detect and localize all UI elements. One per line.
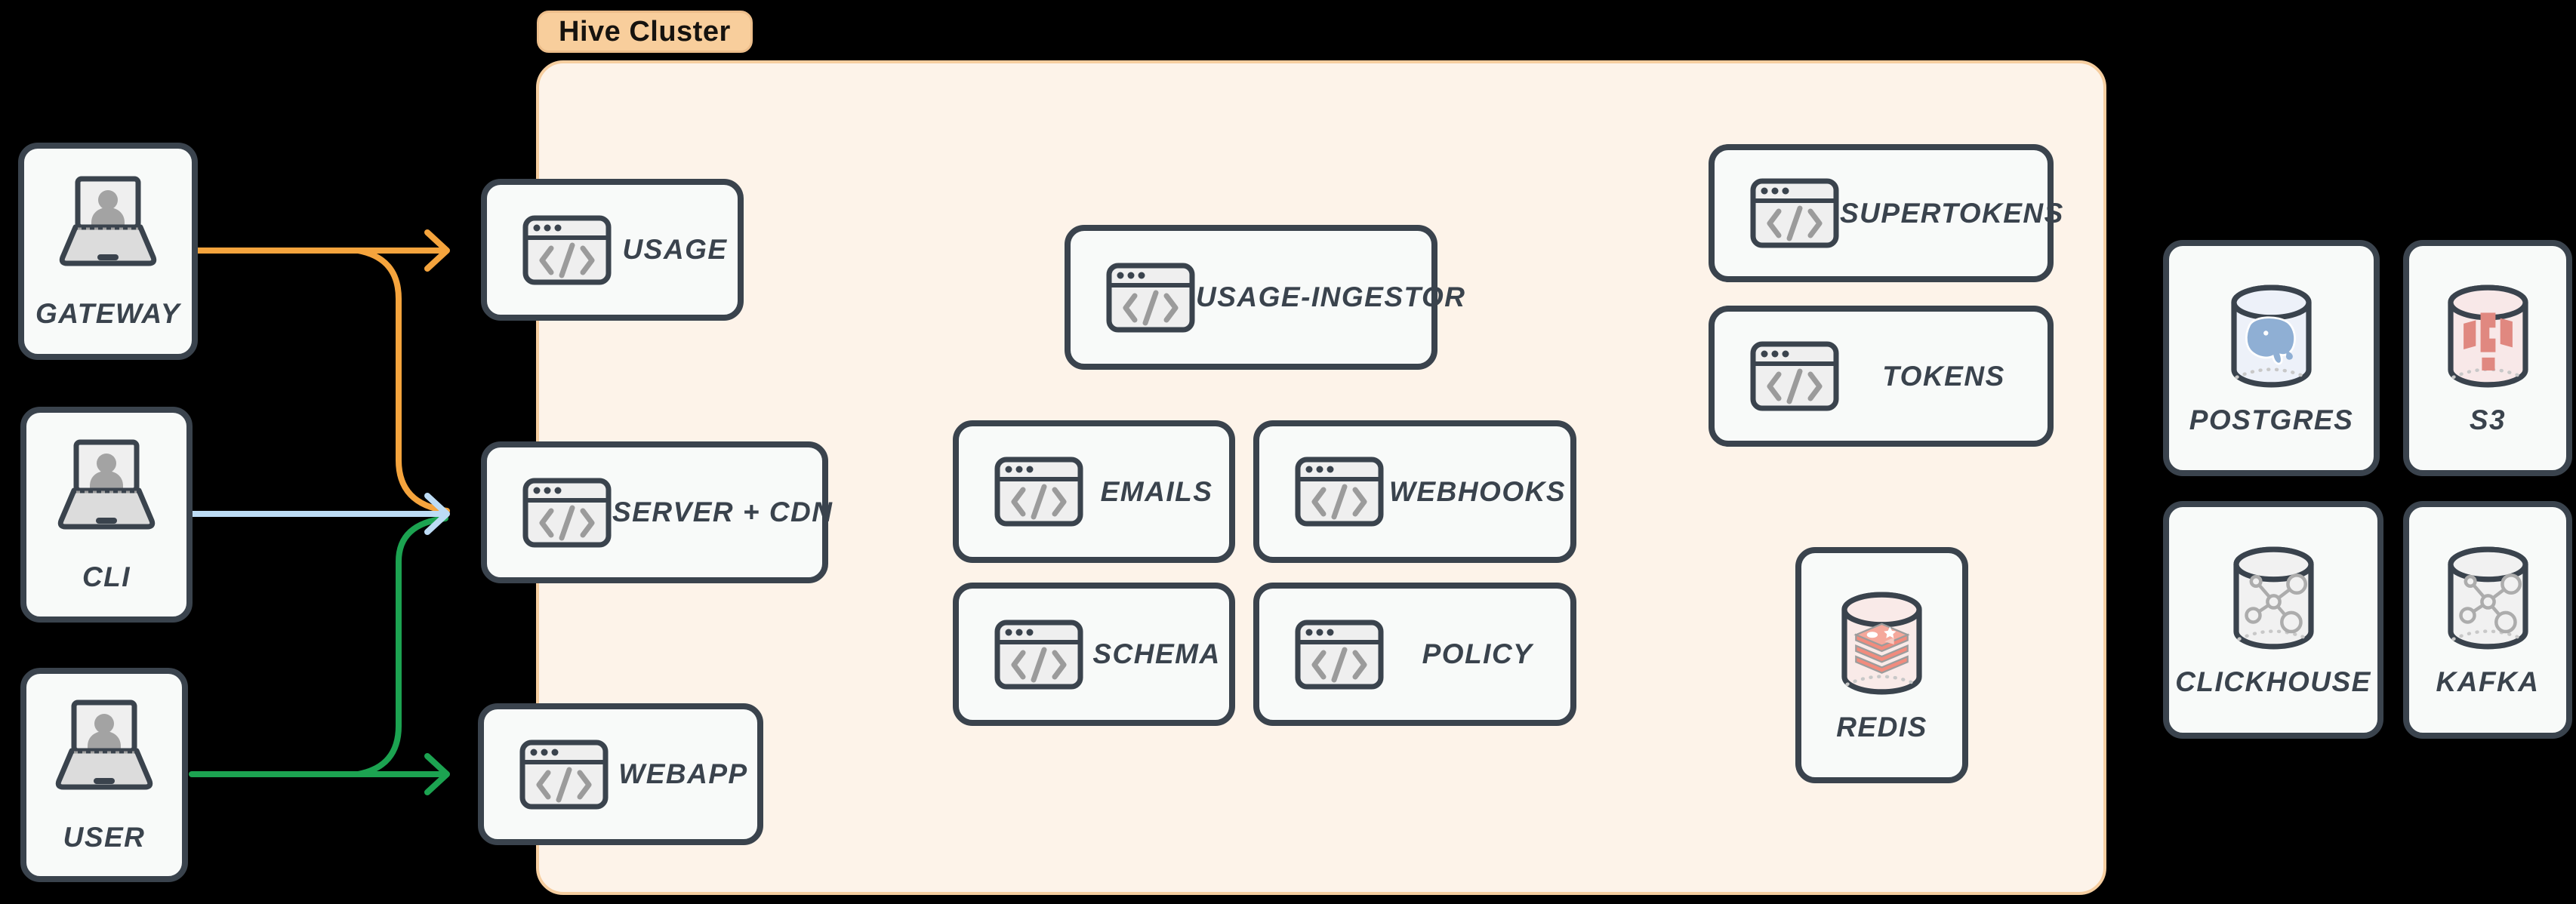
service-box-policy: POLICY: [1253, 583, 1576, 726]
s3-database-icon: [2437, 280, 2539, 392]
edge-user-to-webapp-arrowhead: [424, 753, 450, 795]
client-node-label: CLI: [82, 561, 131, 592]
service-label: SUPERTOKENS: [1840, 197, 2064, 229]
edge-gateway-to-server-cdn: [355, 248, 450, 514]
cache-node-label: REDIS: [1836, 712, 1927, 743]
code-window-icon: [522, 477, 612, 549]
code-window-icon: [1105, 262, 1196, 334]
code-window-icon: [519, 739, 609, 810]
client-node-user: USER: [20, 668, 188, 882]
db-node-kafka: KAFKA: [2403, 501, 2572, 739]
code-window-icon: [994, 619, 1084, 690]
service-box-webapp: WEBAPP: [478, 703, 763, 845]
service-label: SCHEMA: [1092, 638, 1221, 669]
code-window-icon: [1294, 456, 1385, 527]
db-node-label: CLICKHOUSE: [2175, 666, 2371, 697]
redis-database-icon: [1831, 587, 1933, 700]
code-window-icon: [1749, 177, 1840, 249]
service-label: WEBHOOKS: [1389, 475, 1566, 507]
service-label: TOKENS: [1882, 360, 2005, 392]
client-node-gateway: GATEWAY: [18, 143, 198, 360]
service-label: POLICY: [1422, 638, 1533, 669]
service-label: WEBAPP: [618, 758, 748, 789]
laptop-user-icon: [40, 173, 176, 278]
code-window-icon: [522, 214, 612, 286]
service-label: USAGE: [622, 234, 728, 265]
code-window-icon: [1294, 619, 1385, 690]
db-node-label: KAFKA: [2436, 666, 2540, 697]
service-label: USAGE-INGESTOR: [1196, 281, 1466, 312]
db-node-label: S3: [2469, 404, 2507, 435]
service-box-emails: EMAILS: [953, 420, 1235, 563]
db-node-clickhouse: CLICKHOUSE: [2163, 501, 2383, 739]
laptop-user-icon: [39, 436, 174, 542]
edge-gateway-to-usage-arrowhead: [424, 229, 450, 272]
kafka-database-icon: [2437, 542, 2539, 654]
clickhouse-database-icon: [2223, 542, 2325, 654]
db-node-label: POSTGRES: [2189, 404, 2354, 435]
client-node-label: GATEWAY: [35, 298, 181, 329]
edge-user-to-server-cdn: [355, 515, 448, 777]
db-node-s3: S3: [2403, 240, 2572, 476]
code-window-icon: [1749, 340, 1840, 412]
service-label: EMAILS: [1100, 475, 1213, 507]
cache-node-redis: REDIS: [1795, 547, 1968, 783]
service-box-webhooks: WEBHOOKS: [1253, 420, 1576, 563]
laptop-user-icon: [36, 696, 172, 802]
service-label: SERVER + CDN: [612, 497, 834, 527]
db-node-postgres: POSTGRES: [2163, 240, 2380, 476]
code-window-icon: [994, 456, 1084, 527]
service-box-tokens: TOKENS: [1709, 306, 2054, 447]
hive-cluster-label: Hive Cluster: [537, 11, 753, 53]
service-box-server-cdn: SERVER + CDN: [481, 441, 832, 583]
postgres-database-icon: [2220, 280, 2322, 392]
client-node-cli: CLI: [20, 407, 193, 623]
service-box-usage: USAGE: [481, 179, 744, 321]
client-node-label: USER: [63, 822, 146, 853]
edge-cli-to-server-cdn-arrowhead: [424, 493, 450, 535]
service-box-schema: SCHEMA: [953, 583, 1235, 726]
service-box-usage-ingestor: USAGE-INGESTOR: [1065, 225, 1465, 370]
service-box-supertokens: SUPERTOKENS: [1709, 144, 2063, 282]
